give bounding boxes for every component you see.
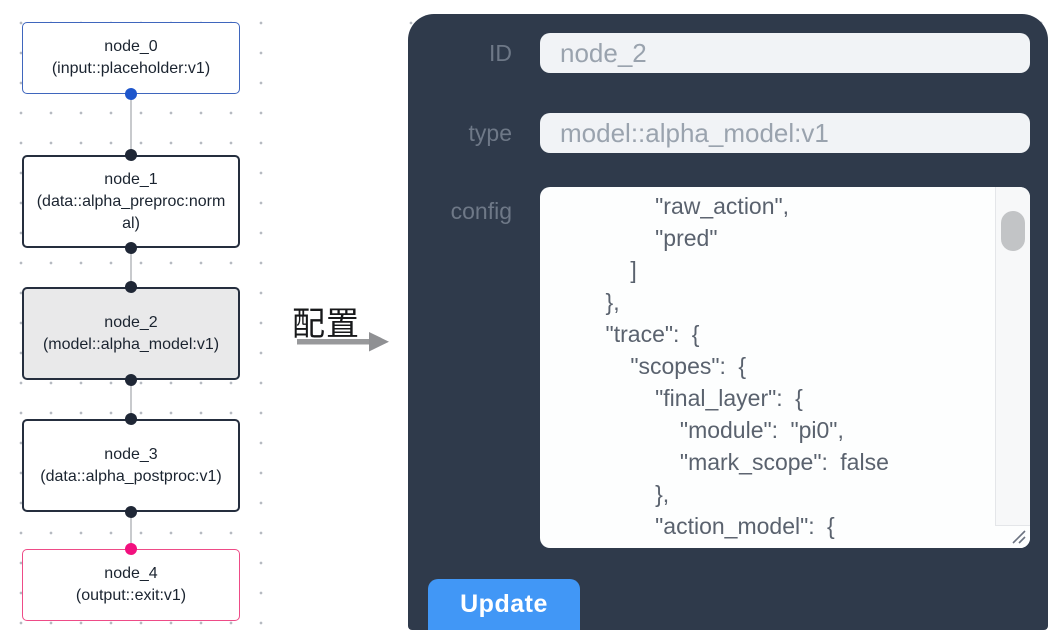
port-node1-out-icon[interactable] — [125, 242, 137, 254]
config-field-label: config — [450, 198, 512, 224]
resize-grip-icon[interactable] — [1009, 527, 1027, 545]
edge-node0-node1 — [130, 94, 132, 155]
node-type-label: (model::alpha_model:v1) — [42, 335, 220, 353]
edge-node3-node4 — [130, 512, 132, 549]
port-node2-out-icon[interactable] — [125, 374, 137, 386]
edge-node2-node3 — [130, 380, 132, 419]
edge-node1-node2 — [130, 248, 132, 287]
flow-node-node_2-selected[interactable]: node_2 (model::alpha_model:v1) — [22, 287, 240, 380]
config-scrollbar-corner — [995, 525, 1030, 548]
flow-canvas[interactable]: node_0 (input::placeholder:v1) node_1 (d… — [0, 0, 268, 643]
node-id-label: node_1 — [104, 170, 158, 188]
node-type-label: (output::exit:v1) — [75, 587, 187, 604]
right-arrow-icon — [297, 332, 389, 352]
config-json-text[interactable]: "raw_action", "pred" ] }, "trace": { "sc… — [605, 193, 889, 539]
node-id-label: node_4 — [104, 565, 158, 582]
flow-node-node_1[interactable]: node_1 (data::alpha_preproc:normal) — [22, 155, 240, 248]
port-node4-in-icon[interactable] — [125, 543, 137, 555]
type-input[interactable] — [540, 113, 1030, 153]
port-node0-out-icon[interactable] — [125, 88, 137, 100]
id-field-label: ID — [489, 40, 512, 66]
update-button[interactable]: Update — [428, 579, 580, 630]
flow-node-node_4[interactable]: node_4 (output::exit:v1) — [22, 549, 240, 621]
port-node2-in-icon[interactable] — [125, 281, 137, 293]
port-node3-in-icon[interactable] — [125, 413, 137, 425]
editor-side-canvas: ID type config "raw_action", "pred" ] },… — [390, 0, 1062, 643]
node-type-label: (data::alpha_preproc:normal) — [36, 192, 226, 232]
configure-annotation-label: 配置 — [292, 305, 360, 342]
node-type-label: (data::alpha_postproc:v1) — [40, 467, 222, 485]
type-field-label: type — [468, 120, 512, 146]
port-node3-out-icon[interactable] — [125, 506, 137, 518]
node-id-label: node_3 — [104, 445, 158, 463]
node-id-label: node_0 — [104, 38, 158, 55]
node-id-label: node_2 — [104, 313, 158, 331]
node-type-label: (input::placeholder:v1) — [51, 60, 211, 77]
config-scrollbar-track[interactable] — [995, 187, 1030, 548]
node-config-panel: ID type config "raw_action", "pred" ] },… — [408, 14, 1048, 630]
config-textarea[interactable]: "raw_action", "pred" ] }, "trace": { "sc… — [540, 187, 1030, 548]
config-scrollbar-thumb[interactable] — [1001, 211, 1025, 251]
flow-node-node_0[interactable]: node_0 (input::placeholder:v1) — [22, 22, 240, 94]
port-node1-in-icon[interactable] — [125, 149, 137, 161]
flow-node-node_3[interactable]: node_3 (data::alpha_postproc:v1) — [22, 419, 240, 512]
id-input[interactable] — [540, 33, 1030, 73]
